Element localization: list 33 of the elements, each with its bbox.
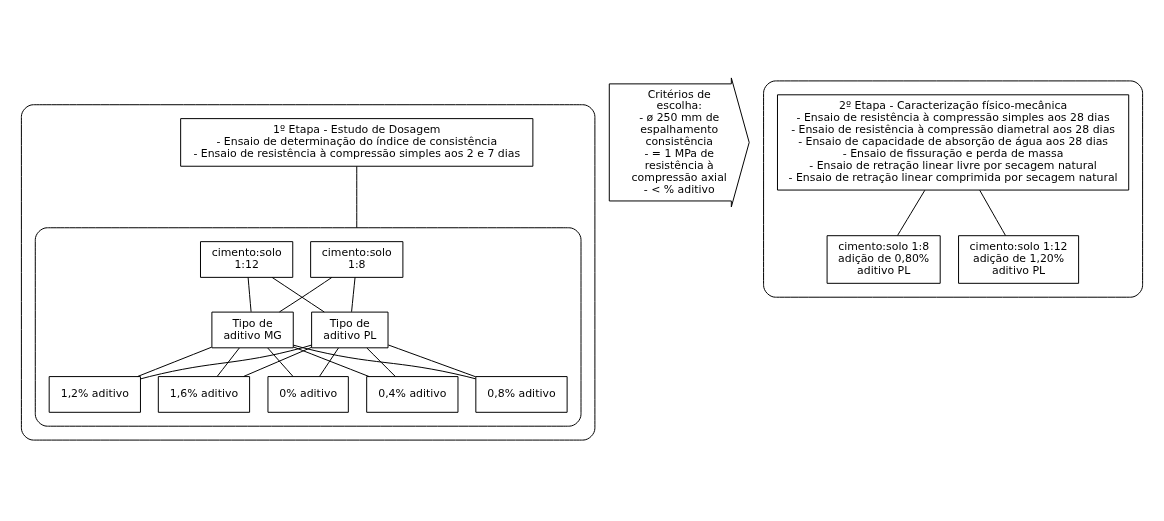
node-box: cimento:solo 1:8 adição de 0,80% aditivo PL bbox=[826, 235, 941, 284]
connector bbox=[278, 276, 333, 313]
connector bbox=[247, 276, 252, 313]
node-box: 1,6% aditivo bbox=[157, 376, 251, 413]
connector bbox=[243, 346, 312, 377]
connector bbox=[319, 347, 339, 377]
node-box: 0% aditivo bbox=[267, 376, 349, 413]
cluster bbox=[763, 80, 1144, 298]
connector bbox=[216, 347, 240, 377]
cluster bbox=[34, 227, 582, 427]
connector bbox=[897, 189, 926, 236]
node-box: 0,4% aditivo bbox=[366, 376, 459, 413]
connector bbox=[356, 165, 358, 229]
node-box: cimento:solo 1:12 bbox=[200, 241, 294, 278]
cluster bbox=[20, 104, 596, 441]
connector bbox=[267, 347, 294, 377]
connector bbox=[979, 189, 1006, 236]
connector bbox=[366, 347, 396, 377]
connector bbox=[387, 344, 477, 378]
connector bbox=[137, 346, 213, 377]
node-box: 1,2% aditivo bbox=[48, 376, 141, 413]
connector bbox=[140, 344, 312, 380]
connector bbox=[292, 346, 370, 378]
node-box: cimento:solo 1:12 adição de 1,20% aditivo PL bbox=[958, 235, 1080, 284]
connector bbox=[271, 276, 325, 313]
node-box: Tipo de aditivo MG bbox=[211, 311, 294, 349]
node-box: 1º Etapa - Estudo de Dosagem - Ensaio de determinação do índice de consistência - Ensaio de resistência à compressão simples aos 2 e 7 dias bbox=[180, 118, 534, 167]
connector bbox=[351, 276, 356, 313]
node-box: cimento:solo 1:8 bbox=[310, 241, 404, 278]
connector bbox=[292, 344, 477, 380]
node-box: Tipo de aditivo PL bbox=[311, 311, 389, 349]
node-box: 0,8% aditivo bbox=[475, 376, 568, 413]
node-box: 2º Etapa - Caracterização físico-mecânica - Ensaio de resistência à compressão simples aos 28 dias - Ensaio de resistência à compressão diametral aos 28 dias - Ensaio de capacidade de absorção de água aos 28 dias - Ensaio de fissuração e perda de massa - Ensaio de retração linear livre por secagem natural - Ensaio de retração linear comprimida por secagem natural bbox=[776, 94, 1130, 191]
